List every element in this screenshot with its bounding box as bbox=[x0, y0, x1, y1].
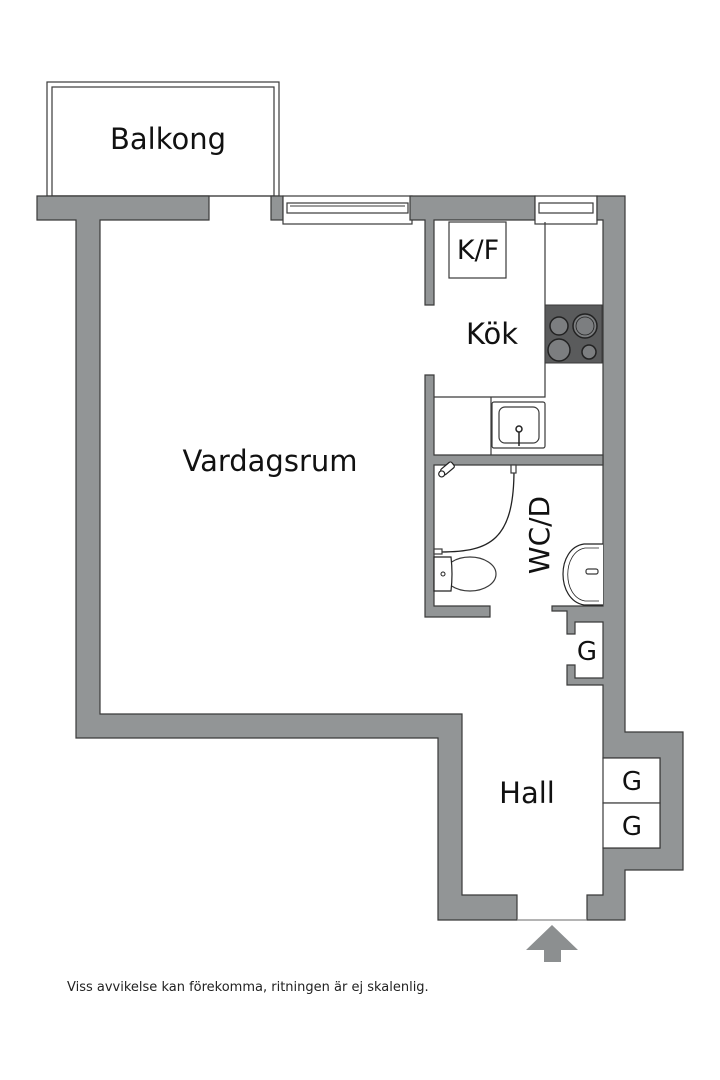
fridge-freezer bbox=[448, 221, 507, 279]
label-closet-g3: G bbox=[622, 812, 642, 842]
wall-pillar bbox=[270, 195, 284, 221]
label-balkong: Balkong bbox=[110, 122, 226, 156]
label-wcd: WC/D bbox=[523, 496, 556, 574]
disclaimer-text: Viss avvikelse kan förekomma, ritningen … bbox=[67, 980, 429, 995]
label-kok: Kök bbox=[466, 317, 518, 351]
wall-right bbox=[551, 195, 684, 921]
label-closet-g2: G bbox=[622, 767, 642, 797]
sink-icon bbox=[491, 401, 546, 449]
washbasin-icon bbox=[562, 543, 603, 606]
label-closet-g1: G bbox=[577, 637, 597, 667]
label-vardagsrum: Vardagsrum bbox=[182, 444, 357, 478]
kitchen-counter bbox=[434, 222, 546, 455]
hall-closets bbox=[602, 757, 661, 849]
window-living bbox=[282, 195, 413, 225]
stove-icon bbox=[544, 304, 603, 364]
shower-icon bbox=[433, 461, 517, 555]
label-hall: Hall bbox=[499, 776, 555, 810]
toilet-icon bbox=[433, 556, 497, 592]
entrance-arrow-icon bbox=[526, 925, 578, 962]
wall-top-left bbox=[36, 195, 518, 921]
wall-kitchen-bath bbox=[424, 374, 604, 618]
window-kitchen bbox=[534, 195, 598, 225]
label-kf: K/F bbox=[457, 235, 499, 266]
